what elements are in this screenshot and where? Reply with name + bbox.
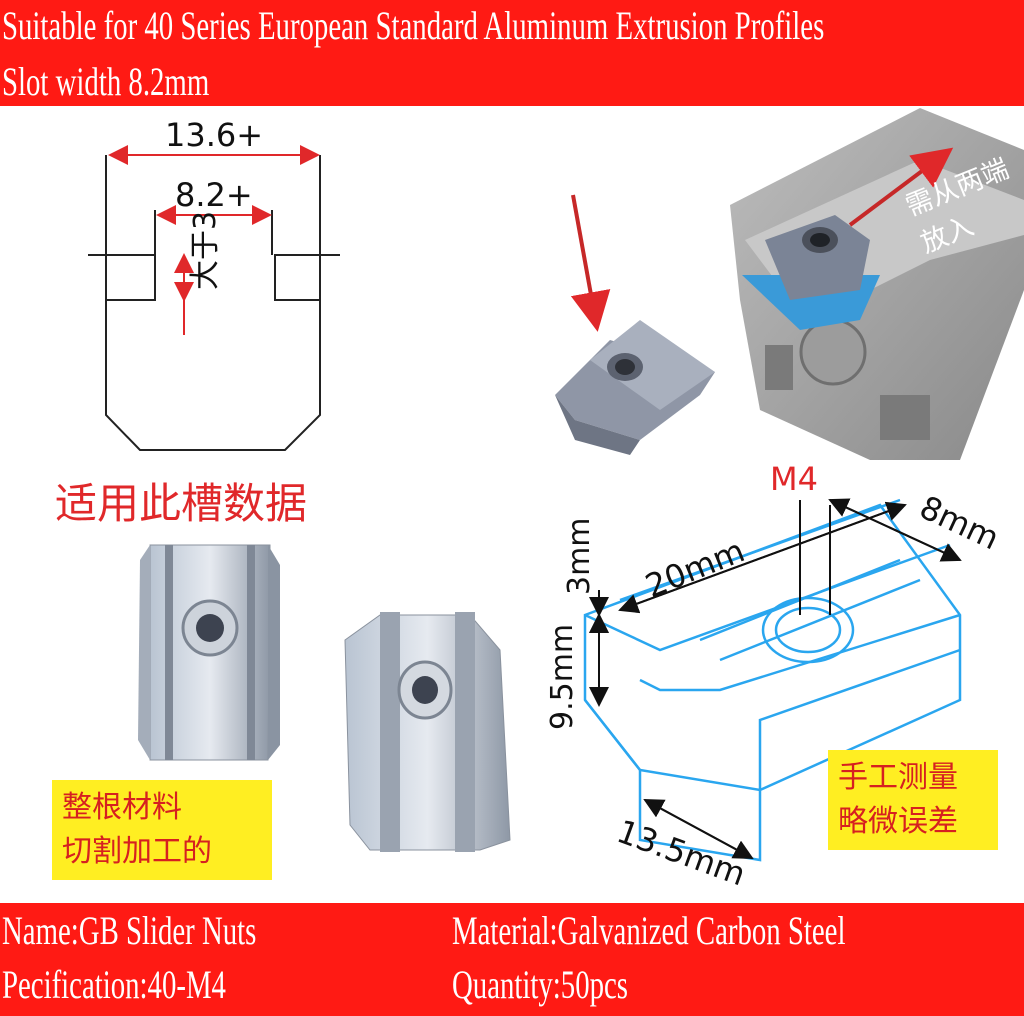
footer-spec: Pecification:40-M4	[2, 962, 226, 1007]
note-right-line-2: 略微误差	[838, 804, 958, 839]
thread-label: M4	[770, 460, 818, 498]
slide-in-arrow	[848, 147, 954, 227]
footer-name: Name:GB Slider Nuts	[2, 908, 257, 953]
slot-dimension-lines	[108, 145, 320, 335]
photo-nut-left	[138, 544, 280, 761]
note-right-line-1: 手工测量	[838, 760, 958, 795]
note-left-line-1: 整根材料	[62, 790, 182, 825]
t-nut-render	[555, 320, 715, 455]
t-nut-wireframe	[583, 498, 962, 862]
footer-quantity: Quantity:50pcs	[452, 962, 628, 1007]
top-banner: Suitable for 40 Series European Standard…	[0, 0, 1024, 106]
slot-caption: 适用此槽数据	[55, 479, 308, 528]
photo-nut-right	[344, 612, 511, 852]
note-right: 手工测量 略微误差	[828, 750, 998, 850]
footer-material: Material:Galvanized Carbon Steel	[452, 908, 846, 953]
aluminum-profile-render	[730, 108, 1024, 460]
outer-width-label: 13.6+	[165, 116, 264, 154]
lip-dim-label: 3mm	[562, 517, 597, 595]
header-line-2: Slot width 8.2mm	[2, 59, 210, 104]
wireframe-dimension-lines	[589, 498, 962, 859]
drop-arrow	[570, 194, 611, 332]
bottom-banner: Name:GB Slider Nuts Pecification:40-M4 M…	[0, 903, 1024, 1016]
header-line-1: Suitable for 40 Series European Standard…	[2, 3, 825, 48]
height-dim-label: 9.5mm	[545, 623, 580, 730]
inner-width-label: 8.2+	[175, 176, 253, 214]
note-left-line-2: 切割加工的	[62, 834, 212, 869]
slot-profile-drawing	[88, 155, 340, 451]
note-left: 整根材料 切割加工的	[52, 780, 272, 880]
depth-note-label: 大于3	[188, 210, 223, 290]
